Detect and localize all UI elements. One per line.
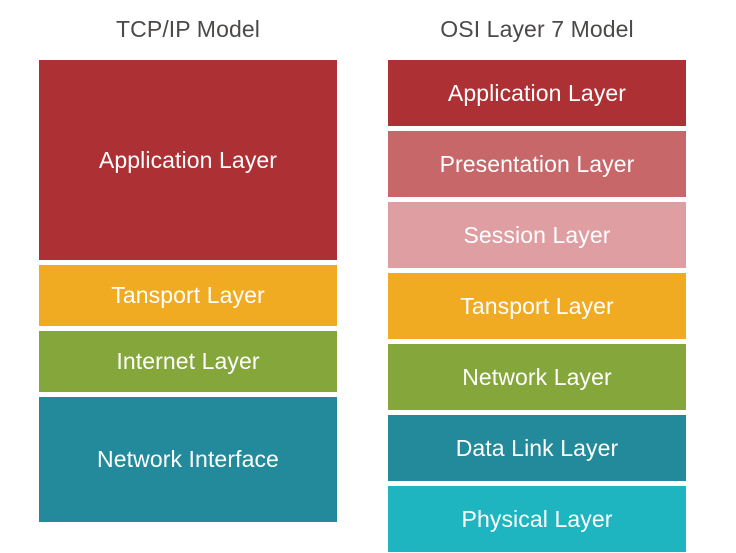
layer-label: Session Layer — [463, 221, 611, 248]
layer-block-data-link: Data Link Layer — [388, 415, 686, 481]
layer-label: Physical Layer — [461, 505, 613, 532]
layer-label: Application Layer — [98, 146, 278, 173]
layer-block-application: Application Layer — [388, 60, 686, 126]
layer-label: Network Layer — [462, 363, 612, 390]
layer-label: Data Link Layer — [455, 434, 619, 461]
layer-block-session: Session Layer — [388, 202, 686, 268]
layer-block-application: Application Layer — [39, 60, 337, 260]
layer-block-network-interface: Network Interface — [39, 397, 337, 522]
layer-label: Tansport Layer — [111, 282, 265, 308]
layer-label: Network Interface — [97, 446, 279, 472]
osi-model-title: OSI Layer 7 Model — [440, 16, 634, 42]
tcpip-layer-stack: Application Layer Tansport Layer Interne… — [39, 60, 337, 522]
tcpip-model-column: TCP/IP Model Application Layer Tansport … — [39, 0, 337, 522]
layer-label: Tansport Layer — [460, 292, 614, 319]
tcpip-model-title: TCP/IP Model — [116, 16, 260, 42]
osi-model-column: OSI Layer 7 Model Application Layer Pres… — [388, 0, 686, 552]
layer-label: Internet Layer — [116, 348, 260, 374]
layer-block-network: Network Layer — [388, 344, 686, 410]
layer-label: Presentation Layer — [439, 150, 635, 177]
osi-layer-stack: Application Layer Presentation Layer Ses… — [388, 60, 686, 552]
layer-block-physical: Physical Layer — [388, 486, 686, 552]
layer-block-transport: Tansport Layer — [39, 265, 337, 326]
layer-block-internet: Internet Layer — [39, 331, 337, 392]
layer-block-transport: Tansport Layer — [388, 273, 686, 339]
layer-block-presentation: Presentation Layer — [388, 131, 686, 197]
layer-label: Application Layer — [447, 79, 627, 106]
